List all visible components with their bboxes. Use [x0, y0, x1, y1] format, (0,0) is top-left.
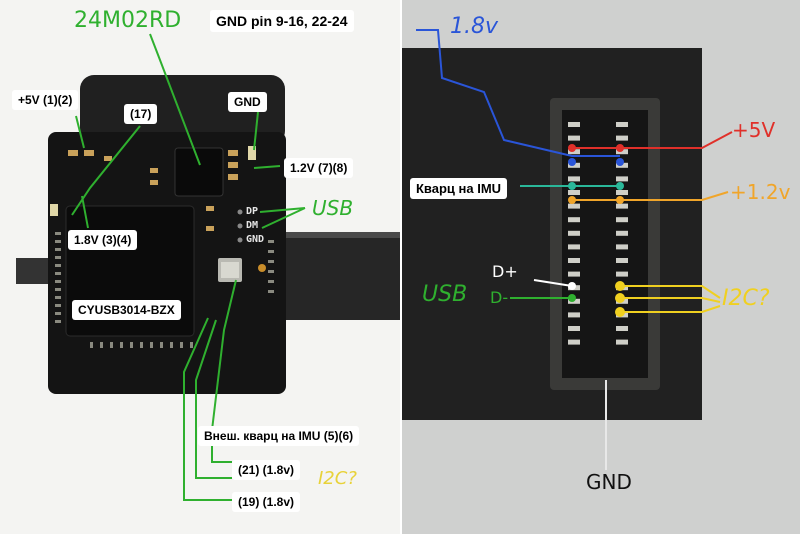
connector-pin [616, 176, 628, 182]
dp-pad [237, 209, 243, 215]
handwritten-1-8v: 1.8v [450, 14, 499, 39]
connector-pin [616, 326, 628, 331]
label-gnd: GND [228, 92, 267, 112]
handwritten-dminus: D- [490, 288, 509, 307]
label-crystal: Внеш. кварц на IMU (5)(6) [198, 426, 360, 446]
connector-pin [568, 122, 580, 127]
label-pin-21: (21) (1.8v) [232, 460, 301, 480]
connector-pin [616, 190, 628, 195]
handwritten-gnd: GND [586, 470, 632, 494]
connector-pin [568, 326, 580, 331]
silk-gnd: GND [246, 234, 265, 245]
label-1-8v: 1.8V (3)(4) [68, 230, 138, 250]
flex-cable-edge [282, 232, 400, 238]
connector-slot [562, 110, 648, 378]
label-chip: CYUSB3014-BZX [72, 300, 181, 320]
connector-pin [616, 217, 628, 223]
edge-pads [55, 232, 274, 348]
flex-cable [282, 232, 400, 320]
connector-pin [616, 244, 628, 250]
label-1-2v: 1.2V (7)(8) [284, 158, 354, 178]
connector-pin [616, 135, 628, 141]
connector-pin [616, 230, 628, 236]
colored-traces [416, 29, 733, 470]
panel-divider [400, 0, 402, 534]
dm-pad [237, 223, 243, 229]
camera-module-illustration [16, 33, 400, 501]
connector-pin [568, 258, 580, 263]
gnd-pad [237, 237, 243, 243]
connector-pin [616, 271, 628, 277]
crystal-top [221, 262, 239, 278]
connector-pin [568, 271, 580, 277]
right-photo-panel: 1.8v +5V +1.2v D+ D- USB I2C? GND Кварц … [402, 0, 800, 534]
connector-pin [568, 176, 580, 182]
label-pin-19: (19) (1.8v) [232, 492, 301, 512]
left-photo-panel: DP DM GND 24M02RD USB I2C? GND pin 9-16,… [0, 0, 400, 534]
handwritten-usb: USB [312, 196, 354, 220]
handwritten-dplus: D+ [492, 262, 518, 281]
connector-pin [568, 190, 580, 195]
label-gnd-pins: GND pin 9-16, 22-24 [210, 10, 354, 32]
label-imu-crystal: Кварц на IMU [410, 178, 508, 199]
connector-pin [568, 203, 580, 209]
connector-pin [616, 203, 628, 209]
handwritten-part-number: 24M02RD [74, 8, 182, 33]
eeprom-chip [174, 147, 224, 197]
silk-dp: DP [246, 206, 259, 217]
handwritten-i2c: I2C? [318, 468, 357, 489]
connector-pin [568, 244, 580, 250]
connector-pin [568, 312, 580, 318]
label-5v: +5V (1)(2) [12, 90, 79, 110]
handwritten-usb-right: USB [422, 282, 468, 307]
connector-pin [616, 339, 628, 345]
connector-pin [616, 258, 628, 263]
handwritten-i2c-right: I2C? [722, 286, 770, 311]
mount-tab [16, 258, 52, 284]
connector-pin [568, 135, 580, 141]
smd-caps [50, 146, 256, 231]
pin-markers [568, 144, 625, 317]
test-pad [258, 264, 266, 272]
connector-illustration [402, 29, 733, 470]
connector-pin [616, 122, 628, 127]
label-pin-17: (17) [124, 104, 158, 124]
handwritten-1-2v: +1.2v [730, 180, 791, 204]
connector-pin [568, 339, 580, 345]
connector-pin [568, 149, 580, 155]
connector-pin [568, 217, 580, 223]
connector-pin [616, 149, 628, 155]
connector-pin [568, 230, 580, 236]
silk-dm: DM [246, 220, 259, 231]
handwritten-5v: +5V [732, 118, 776, 142]
